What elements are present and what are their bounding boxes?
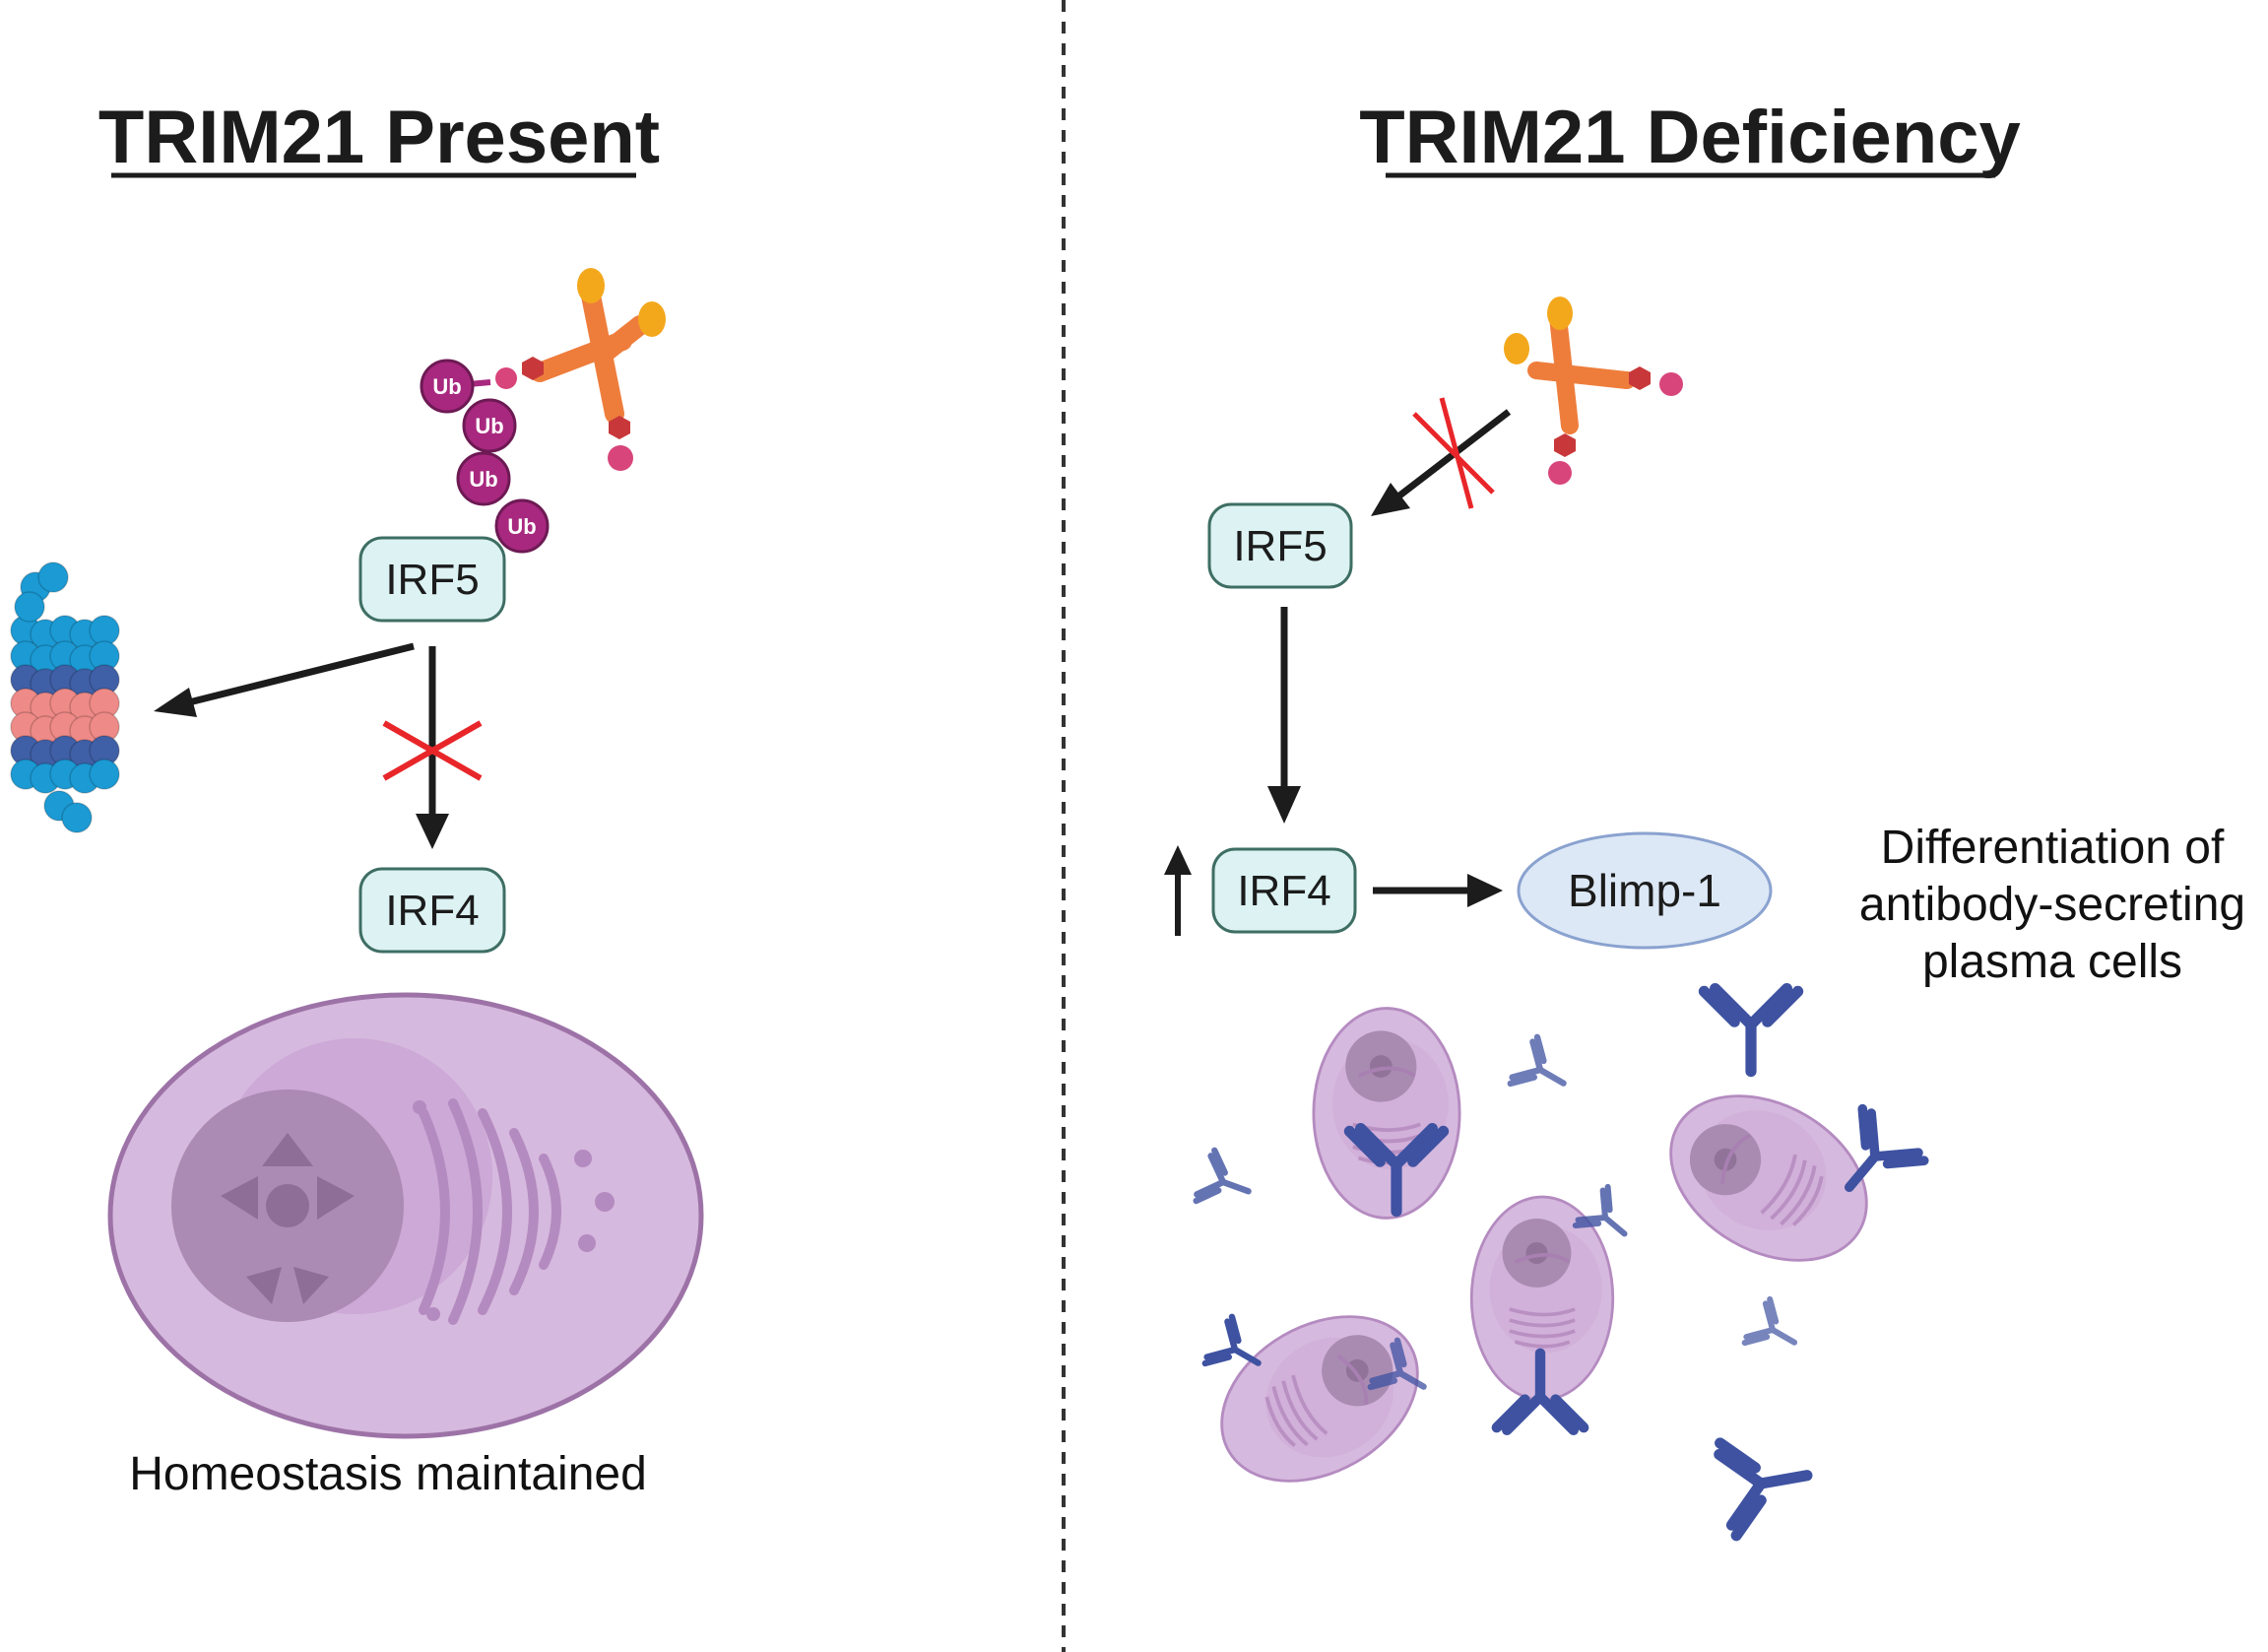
right-caption-line: antibody-secreting	[1859, 879, 2245, 931]
upregulation-arrow-icon	[1164, 845, 1192, 936]
proteasome-cap	[14, 591, 45, 623]
trim21-molecule-icon	[495, 268, 666, 471]
right-caption-line: plasma cells	[1922, 936, 2182, 988]
blocked-arrow-irf5-irf4	[382, 646, 483, 849]
ub-label: Ub	[432, 374, 461, 399]
blocked-arrow-trim21-irf5	[1371, 397, 1512, 516]
ub-label: Ub	[507, 514, 536, 539]
irf5-node: IRF5	[1207, 502, 1353, 589]
arrow-to-proteasome	[154, 642, 415, 717]
irf5-label: IRF5	[1233, 522, 1327, 570]
arrow-irf4-blimp1	[1373, 874, 1503, 907]
b-cell-icon	[107, 992, 704, 1439]
proteasome-icon	[10, 562, 120, 833]
blimp1-node: Blimp-1	[1517, 831, 1773, 950]
irf4-node: IRF4	[358, 867, 506, 954]
arrow-irf5-irf4	[1267, 607, 1301, 824]
right-panel-title: TRIM21 Deficiency	[1359, 96, 2021, 179]
irf4-label: IRF4	[385, 887, 479, 935]
irf4-label: IRF4	[1237, 867, 1330, 915]
irf4-node: IRF4	[1211, 847, 1357, 934]
irf5-label: IRF5	[385, 556, 479, 604]
right-caption-line: Differentiation of	[1881, 822, 2225, 874]
proteasome-cap	[61, 802, 93, 833]
left-caption: Homeostasis maintained	[129, 1448, 647, 1500]
proteasome-cap	[37, 562, 69, 593]
right-panel: TRIM21 Deficiency IRF5	[1164, 96, 2245, 1536]
right-caption: Differentiation of antibody-secreting pl…	[1859, 822, 2245, 988]
plasma-cells-icon	[1190, 1006, 1899, 1517]
left-panel: TRIM21 Present Ub Ub Ub Ub	[10, 96, 704, 1500]
ubiquitin-chain-icon: Ub Ub Ub Ub	[420, 359, 550, 554]
ub-label: Ub	[469, 467, 497, 492]
trim21-molecule-icon	[1504, 297, 1683, 485]
blimp1-label: Blimp-1	[1568, 865, 1721, 916]
irf5-node: IRF5	[358, 536, 506, 623]
proteasome-subunit	[89, 759, 120, 790]
left-panel-title: TRIM21 Present	[98, 96, 660, 179]
ub-label: Ub	[475, 414, 503, 438]
